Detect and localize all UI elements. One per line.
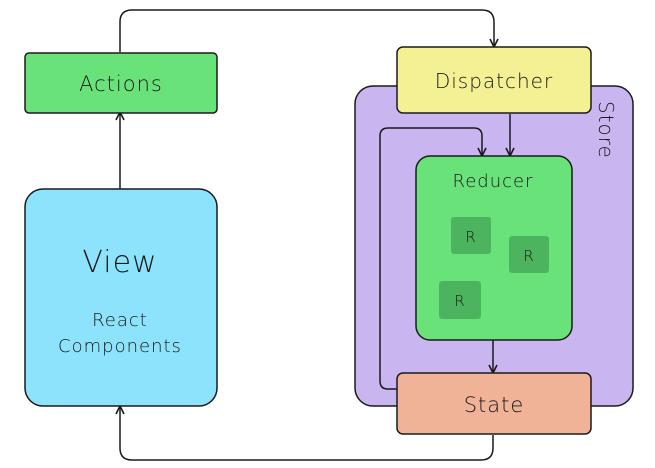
dispatcher-label: Dispatcher	[435, 69, 553, 93]
reducer-item: R	[509, 236, 549, 273]
dispatcher-node: Dispatcher	[396, 46, 592, 114]
view-subtitle-line2: Components	[58, 336, 182, 357]
state-label: State	[464, 393, 525, 417]
view-subtitle-line1: React	[92, 310, 148, 331]
dispatcher-box	[396, 46, 592, 114]
actions-node: Actions	[24, 52, 218, 114]
svg-text:R: R	[454, 292, 465, 310]
reducer-item: R	[451, 217, 491, 254]
svg-text:R: R	[523, 247, 534, 265]
state-node: State	[396, 372, 592, 435]
actions-label: Actions	[79, 72, 163, 96]
view-box	[24, 188, 218, 407]
reducer-label: Reducer	[453, 171, 534, 192]
view-node: View React Components	[24, 188, 218, 407]
view-title: View	[82, 245, 157, 280]
state-box	[396, 372, 592, 435]
arrow-state-to-view	[115, 405, 494, 461]
reducer-item: R	[439, 281, 481, 319]
arrow-actions-to-dispatcher	[119, 9, 499, 52]
store-label: Store	[594, 101, 618, 159]
actions-box	[24, 52, 218, 114]
arrow-state-to-reducer	[379, 127, 487, 390]
flow-arrows	[115, 9, 515, 461]
reducer-node: Reducer R R R	[415, 155, 573, 341]
svg-text:R: R	[465, 228, 476, 246]
